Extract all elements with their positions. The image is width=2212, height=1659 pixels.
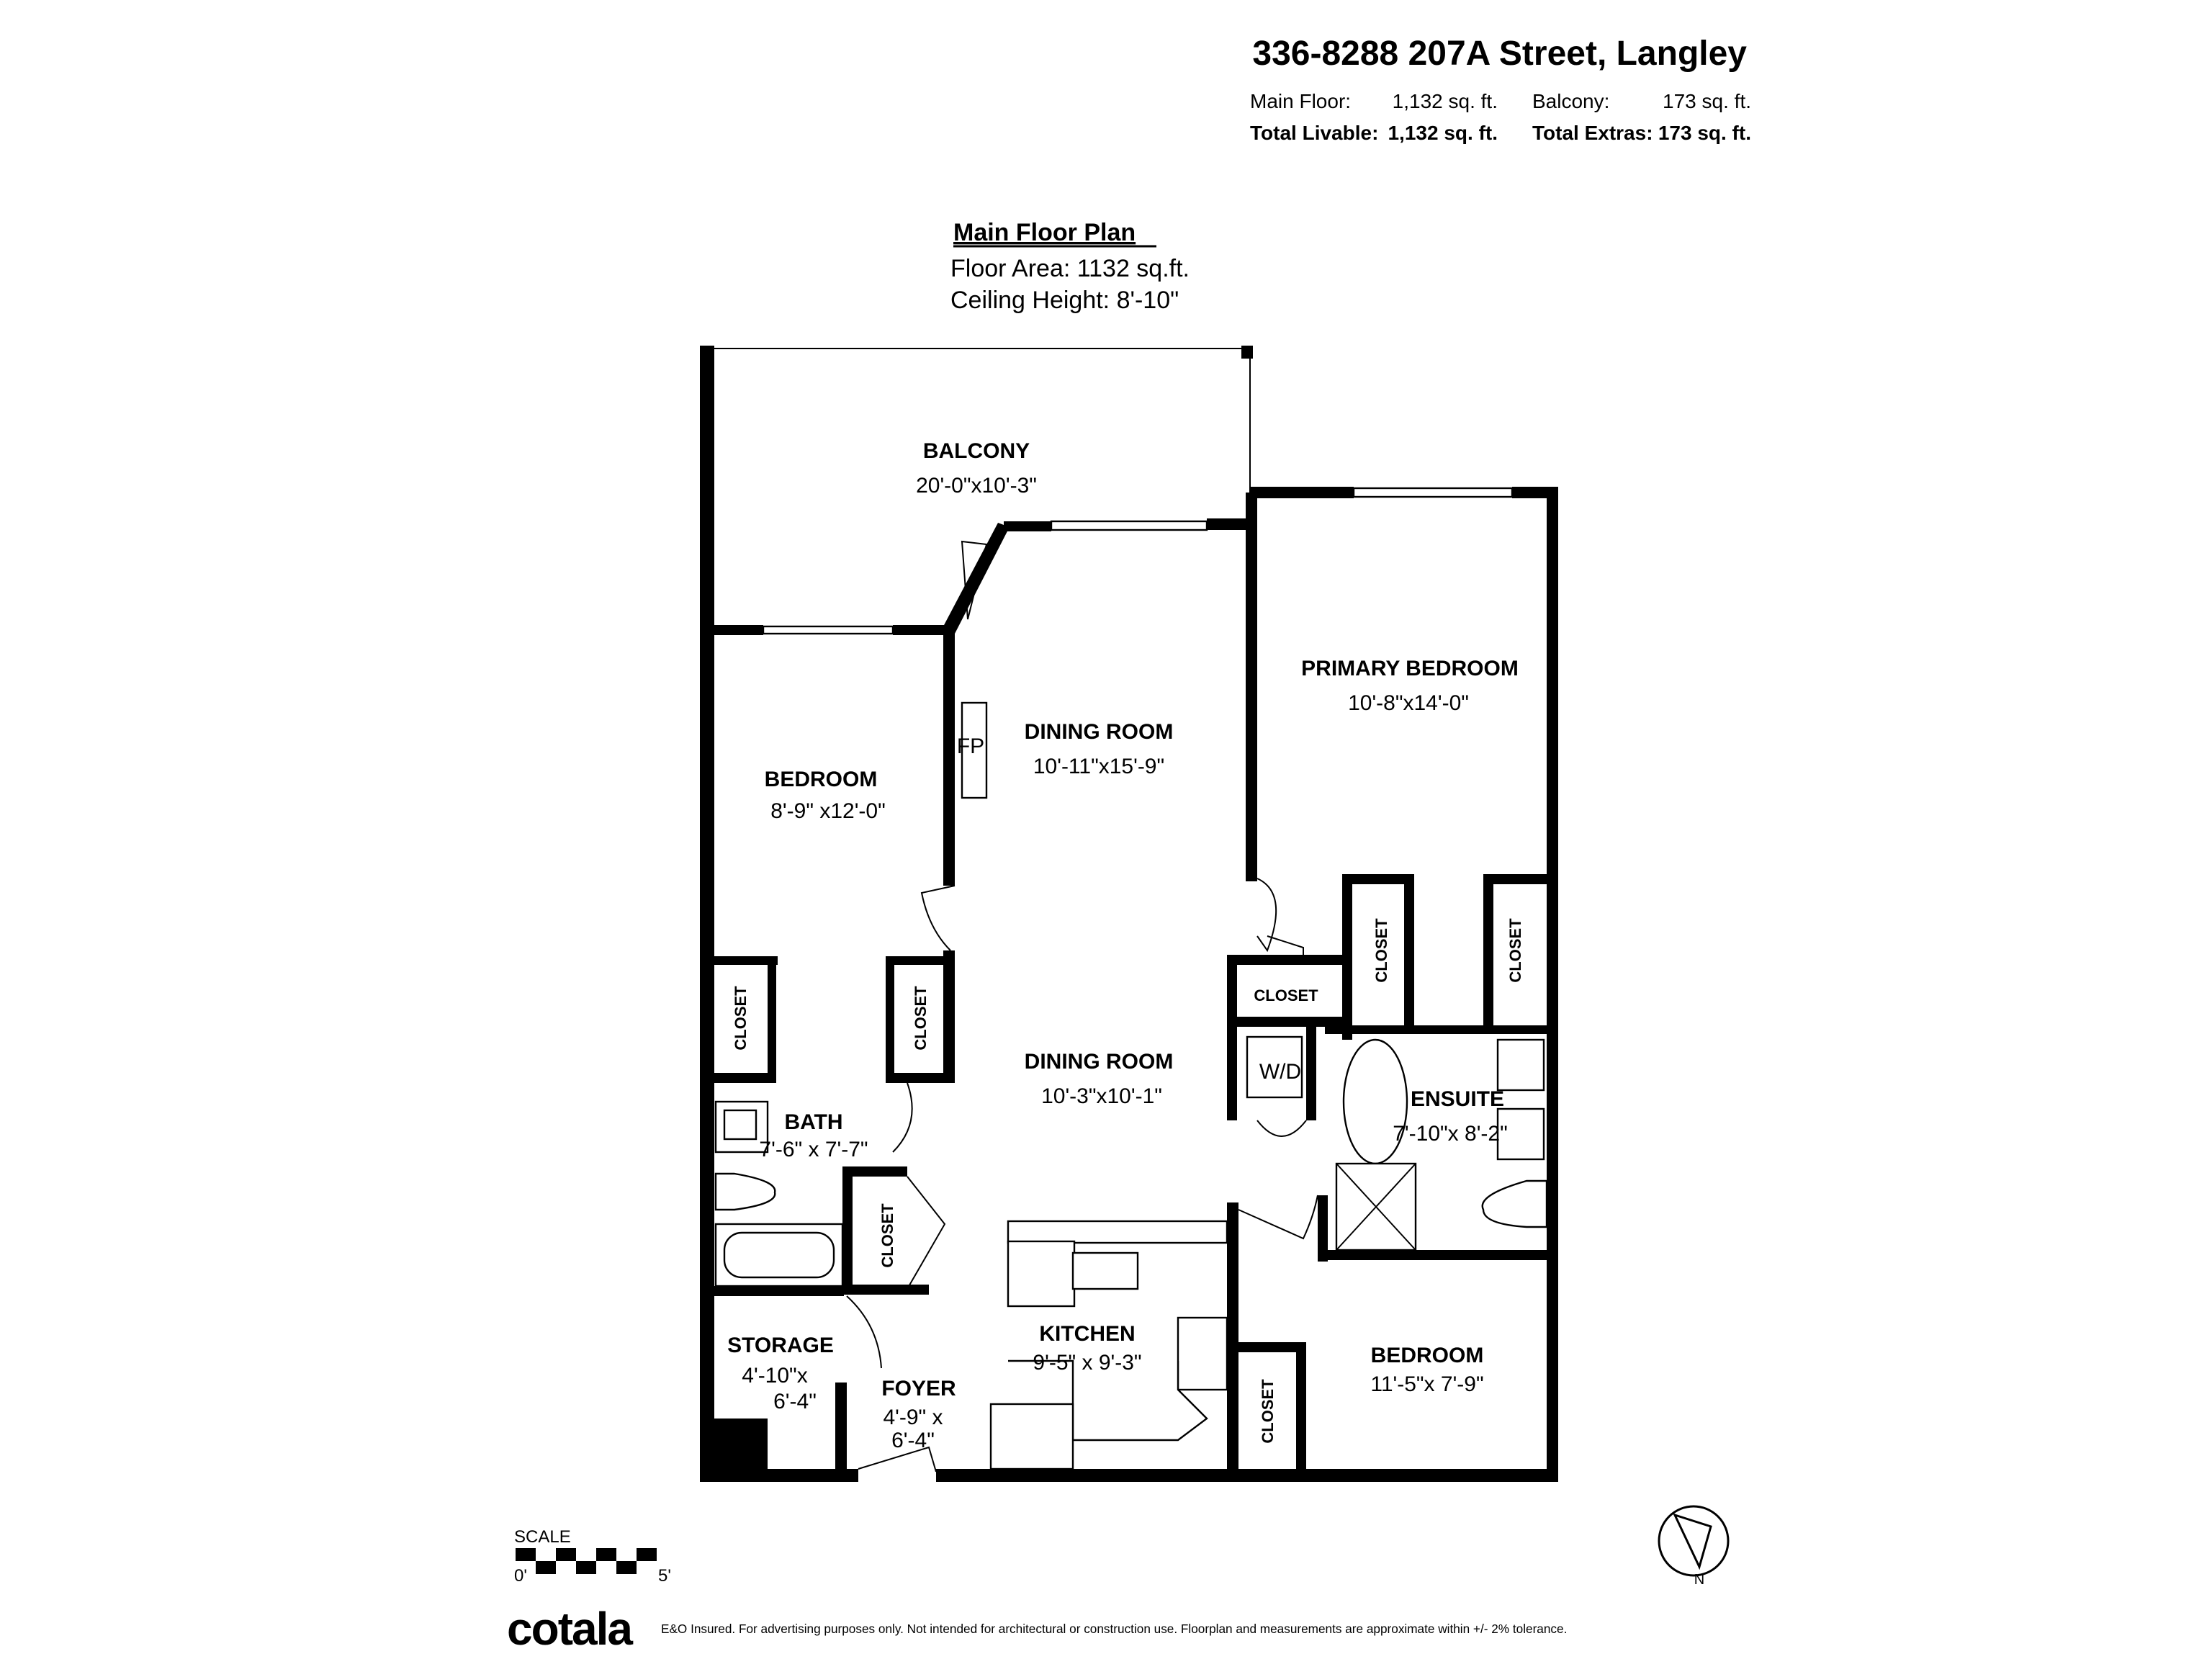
balcony-label: Balcony: xyxy=(1532,90,1609,112)
ceiling-height: Ceiling Height: 8'-10" xyxy=(950,287,1179,314)
storage-dims-1: 4'-10"x xyxy=(742,1364,807,1388)
ensuite-dims: 7'-10"x 8'-2" xyxy=(1393,1122,1508,1146)
foyer-dims-1: 4'-9" x xyxy=(883,1406,943,1429)
total-livable-value: 1,132 sq. ft. xyxy=(1388,122,1498,144)
bath-dims: 7'-6" x 7'-7" xyxy=(759,1138,868,1161)
closet-label: CLOSET xyxy=(732,986,750,1051)
compass-north: N xyxy=(1694,1572,1704,1588)
total-extras-label: Total Extras: xyxy=(1532,122,1653,144)
closet-label: CLOSET xyxy=(1254,986,1318,1004)
balcony-value: 173 sq. ft. xyxy=(1663,90,1751,112)
closet-label: CLOSET xyxy=(1506,918,1524,983)
foyer-dims-2: 6'-4" xyxy=(891,1429,935,1452)
fixtures: FP xyxy=(714,346,1548,1473)
fireplace xyxy=(961,701,988,799)
closet-label: CLOSET xyxy=(878,1203,896,1268)
bedroom-1-dims: 8'-9" x12'-0" xyxy=(770,799,886,823)
bedroom-2-dims: 11'-5"x 7'-9" xyxy=(1370,1372,1483,1396)
compass-icon: N xyxy=(1658,1505,1730,1588)
primary-bedroom-dims: 10'-8"x14'-0" xyxy=(1348,691,1469,715)
foyer-name: FOYER xyxy=(881,1377,956,1401)
fireplace-label: FP xyxy=(957,734,984,758)
scale-bar: SCALE 0' 5' xyxy=(514,1527,671,1586)
dining-room-1-name: DINING ROOM xyxy=(1025,720,1174,744)
dining-room-1-dims: 10'-11"x15'-9" xyxy=(1033,755,1164,778)
disclaimer: E&O Insured. For advertising purposes on… xyxy=(661,1622,1567,1636)
footer: cotala E&O Insured. For advertising purp… xyxy=(507,1603,1567,1655)
bath-name: BATH xyxy=(784,1110,842,1134)
storage-name: STORAGE xyxy=(727,1334,834,1357)
scale-end: 5' xyxy=(658,1566,671,1586)
dining-room-2-dims: 10'-3"x10'-1" xyxy=(1041,1084,1162,1108)
kitchen-dims: 9'-5" x 9'-3" xyxy=(1033,1351,1141,1375)
primary-bedroom-name: PRIMARY BEDROOM xyxy=(1301,657,1519,680)
bedroom-1-name: BEDROOM xyxy=(765,768,878,791)
floor-area: Floor Area: 1132 sq.ft. xyxy=(950,255,1190,282)
washer-dryer-label: W/D xyxy=(1259,1060,1301,1084)
balcony-name: BALCONY xyxy=(923,439,1030,463)
plan-title: Main Floor Plan xyxy=(953,219,1136,246)
main-floor-label: Main Floor: xyxy=(1250,90,1351,112)
storage-dims-2: 6'-4" xyxy=(773,1390,817,1413)
dining-room-2-name: DINING ROOM xyxy=(1025,1050,1174,1074)
bedroom-2-name: BEDROOM xyxy=(1371,1344,1484,1367)
main-floor-value: 1,132 sq. ft. xyxy=(1393,90,1498,112)
balcony-dims: 20'-0"x10'-3" xyxy=(916,474,1037,498)
closet-label: CLOSET xyxy=(912,986,930,1051)
kitchen-name: KITCHEN xyxy=(1039,1322,1135,1346)
closet-label: CLOSET xyxy=(1259,1379,1277,1444)
scale-label: SCALE xyxy=(514,1527,571,1547)
scale-start: 0' xyxy=(514,1566,527,1586)
room-labels: BALCONY 20'-0"x10'-3" DINING ROOM 10'-11… xyxy=(727,439,1524,1452)
header: 336-8288 207A Street, Langley Main Floor… xyxy=(1250,35,1751,144)
ensuite-name: ENSUITE xyxy=(1411,1087,1504,1111)
walls xyxy=(700,346,1558,1482)
address-title: 336-8288 207A Street, Langley xyxy=(1252,35,1747,73)
cotala-logo: cotala xyxy=(507,1603,633,1655)
plan-title-block: Main Floor Plan Floor Area: 1132 sq.ft. … xyxy=(950,219,1190,314)
closet-label: CLOSET xyxy=(1372,918,1390,983)
total-livable-label: Total Livable: xyxy=(1250,122,1378,144)
total-extras-value: 173 sq. ft. xyxy=(1658,122,1751,144)
